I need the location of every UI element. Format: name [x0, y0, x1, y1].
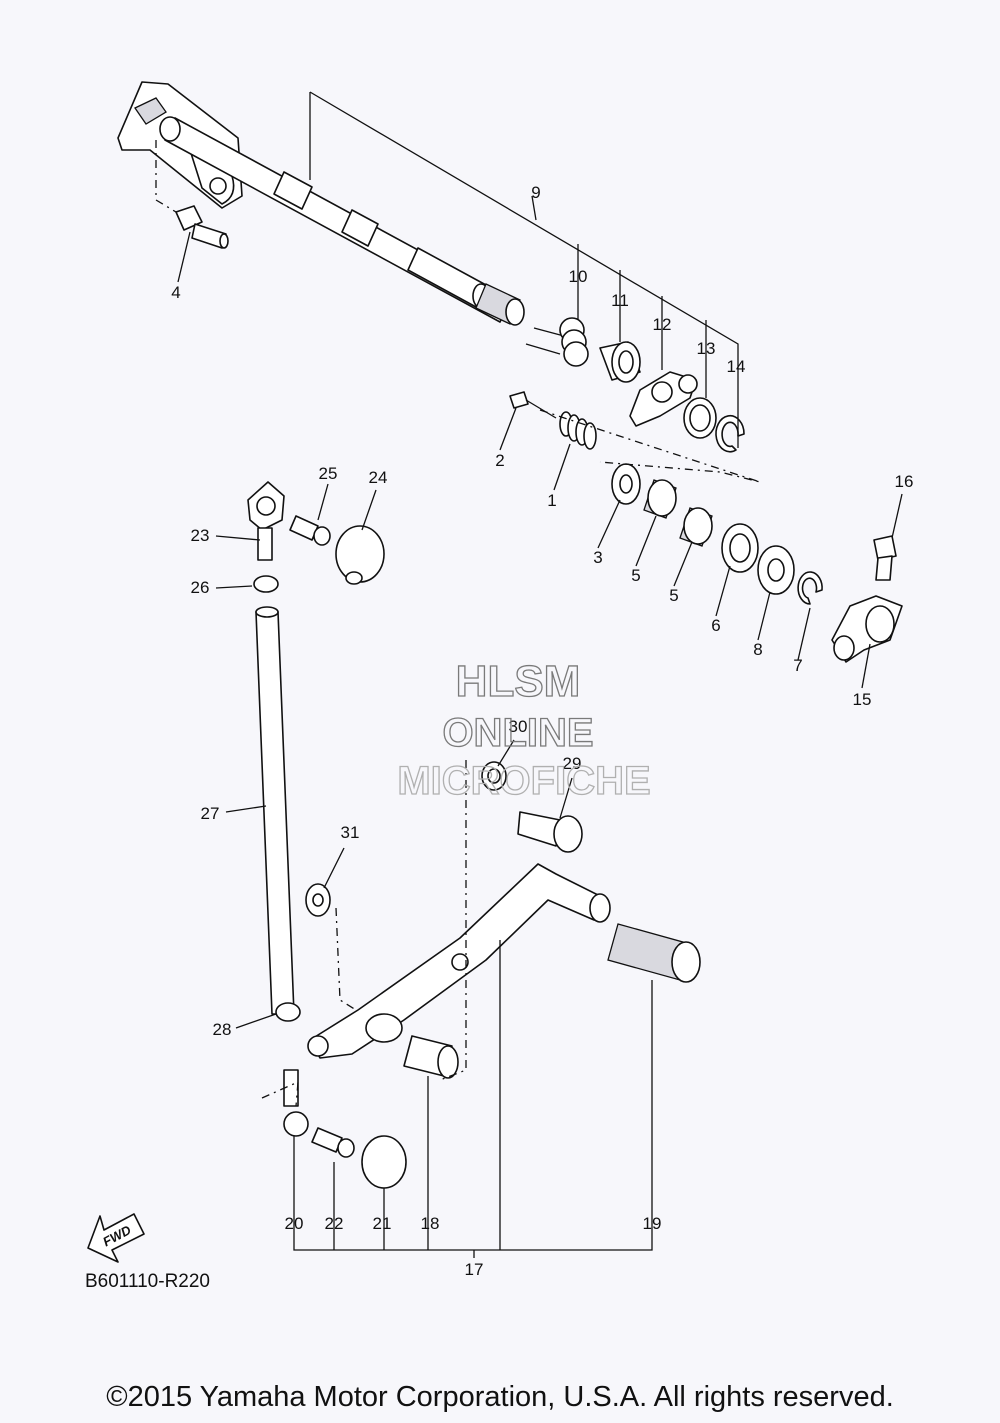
- callout-30: 30: [509, 717, 528, 736]
- callout-17: 17: [465, 1260, 484, 1279]
- part-2-pin: [509, 391, 557, 419]
- watermark-line-3: MICROFICHE: [397, 759, 650, 803]
- part-20-rod-end: [283, 1069, 309, 1137]
- part-24-cover: [335, 525, 385, 585]
- part-31-washer: [305, 883, 331, 917]
- part-11-collar: [599, 341, 641, 383]
- part-22-bolt: [311, 1127, 355, 1158]
- shift-shaft: [117, 81, 525, 326]
- part-23-rod-end: [247, 481, 285, 561]
- part-5-bearing-a: [643, 479, 677, 519]
- callout-4: 4: [171, 283, 180, 302]
- callout-3: 3: [593, 548, 602, 567]
- callout-7: 7: [793, 656, 802, 675]
- part-30-washer: [481, 761, 507, 791]
- callout-27: 27: [201, 804, 220, 823]
- part-5-bearing-b: [679, 507, 713, 547]
- part-3-washer: [611, 463, 641, 505]
- callout-2: 2: [495, 451, 504, 470]
- part-16-bolt: [873, 535, 897, 581]
- part-14-circlip: [715, 414, 745, 453]
- callout-1: 1: [547, 491, 556, 510]
- callout-24: 24: [369, 468, 388, 487]
- part-28-nut: [275, 1002, 301, 1022]
- callout-5a: 5: [631, 566, 640, 585]
- callout-16: 16: [895, 472, 914, 491]
- part-13-washer: [683, 397, 717, 439]
- fwd-arrow-icon: FWD: [87, 1213, 145, 1263]
- callout-20: 20: [285, 1214, 304, 1233]
- part-6-seal: [721, 523, 759, 573]
- part-7-circlip: [797, 571, 823, 605]
- part-17-shift-pedal: [307, 863, 611, 1059]
- callout-18: 18: [421, 1214, 440, 1233]
- part-25-bolt: [289, 515, 331, 546]
- part-12-lever: [629, 371, 698, 427]
- callout-5b: 5: [669, 586, 678, 605]
- part-19-rubber: [607, 923, 701, 983]
- part-18-collar: [403, 1035, 459, 1079]
- part-1-spring: [559, 411, 597, 450]
- callout-labels: 9 10 11 12 13 14 4 2 1 3 5 5 6 8 7 16 15…: [171, 183, 913, 1279]
- watermark-line-2: ONLINE: [442, 711, 593, 755]
- part-29-bolt: [517, 811, 583, 853]
- part-15-arm: [831, 595, 903, 663]
- callout-28: 28: [213, 1020, 232, 1039]
- diagram-code: B601110-R220: [85, 1271, 210, 1292]
- part-21-cover: [361, 1135, 407, 1189]
- callout-22: 22: [325, 1214, 344, 1233]
- part-4-bolt: [175, 205, 229, 249]
- callout-14: 14: [727, 357, 746, 376]
- callout-31: 31: [341, 823, 360, 842]
- callout-26: 26: [191, 578, 210, 597]
- callout-19: 19: [643, 1214, 662, 1233]
- callout-21: 21: [373, 1214, 392, 1233]
- callout-6: 6: [711, 616, 720, 635]
- copyright-notice: ©2015 Yamaha Motor Corporation, U.S.A. A…: [106, 1381, 894, 1413]
- callout-8: 8: [753, 640, 762, 659]
- leader-lines: [155, 91, 903, 1258]
- callout-13: 13: [697, 339, 716, 358]
- callout-12: 12: [653, 315, 672, 334]
- part-10-spring: [525, 317, 589, 367]
- callout-23: 23: [191, 526, 210, 545]
- callout-10: 10: [569, 267, 588, 286]
- watermark-line-1: HLSM: [456, 657, 581, 706]
- callout-9: 9: [531, 183, 540, 202]
- part-8-washer: [757, 545, 795, 595]
- callout-29: 29: [563, 754, 582, 773]
- callout-15: 15: [853, 690, 872, 709]
- watermark: HLSM ONLINE MICROFICHE: [397, 656, 652, 803]
- part-27-rod: [255, 606, 295, 1015]
- callout-11: 11: [611, 291, 629, 310]
- callout-25: 25: [319, 464, 338, 483]
- part-26-nut: [253, 575, 279, 593]
